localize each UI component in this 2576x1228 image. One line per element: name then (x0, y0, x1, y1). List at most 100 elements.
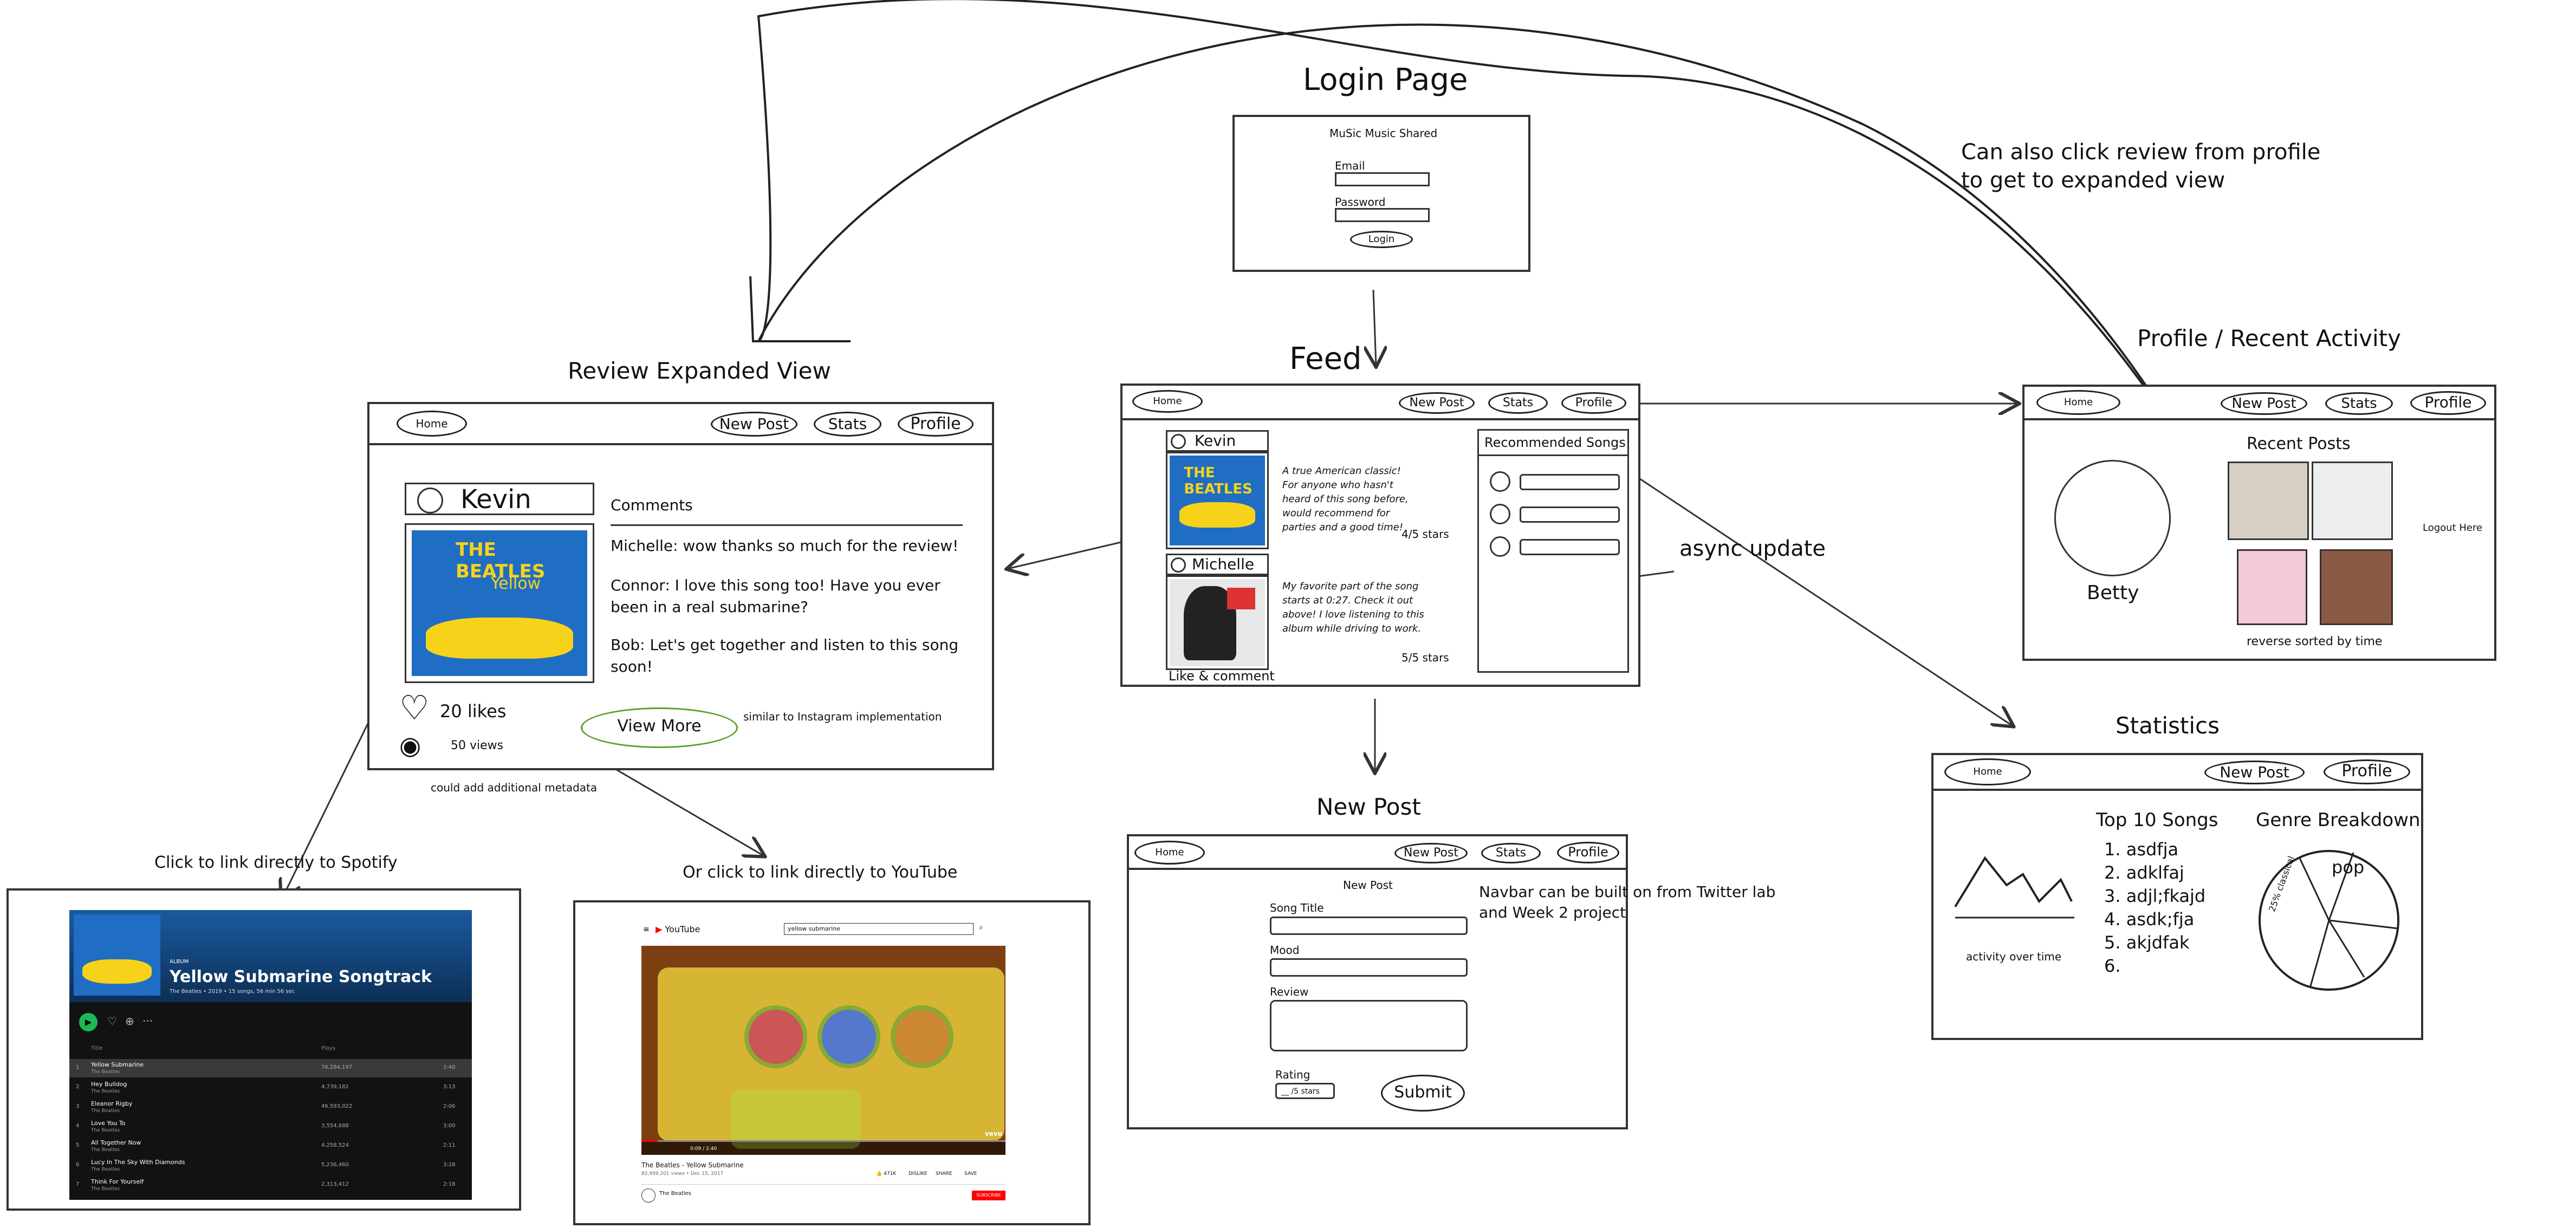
post2-user-box[interactable]: Michelle (1166, 554, 1269, 575)
mood-field[interactable] (1270, 958, 1468, 977)
recent-post-thumb[interactable] (2228, 462, 2309, 540)
track-plays: 5,236,460 (321, 1162, 349, 1168)
like-comment-link[interactable]: Like & comment (1169, 668, 1275, 684)
recommended-title: Recommended Songs (1484, 435, 1626, 450)
track-duration: 2:11 (443, 1142, 456, 1148)
like-button[interactable]: 👍 471K (876, 1171, 896, 1177)
nav-new-post-button[interactable]: New Post (2204, 761, 2305, 784)
review-user-box[interactable]: Kevin (405, 483, 594, 515)
rating-label: Rating (1275, 1068, 1310, 1081)
spotify-album-title: Yellow Submarine Songtrack (170, 967, 432, 986)
comment-item: Michelle: wow thanks so much for the rev… (611, 537, 959, 555)
rec-song-slot[interactable] (1520, 474, 1620, 490)
review-textarea[interactable] (1270, 1000, 1468, 1051)
search-icon[interactable]: ⌕ (979, 923, 983, 932)
spotify-play-button[interactable]: ▶ (79, 1013, 98, 1031)
profile-to-review-arc (757, 0, 2184, 445)
track-duration: 2:06 (443, 1103, 456, 1109)
track-duration: 3:28 (443, 1162, 456, 1168)
password-field[interactable] (1335, 208, 1430, 222)
download-icon[interactable]: ⊕ (125, 1015, 134, 1028)
rec-song-slot[interactable] (1520, 506, 1620, 523)
nav-home-button[interactable]: Home (397, 411, 467, 437)
review-username: Kevin (460, 484, 531, 515)
track-number: 4 (76, 1123, 80, 1129)
rec-song-radio[interactable] (1490, 504, 1510, 524)
nav-home-button[interactable]: Home (2036, 390, 2120, 415)
form-title: New Post (1343, 879, 1393, 892)
spotify-screenshot: ALBUM Yellow Submarine Songtrack The Bea… (69, 910, 472, 1200)
track-title: Eleanor Rigby (91, 1100, 133, 1107)
post1-user-box[interactable]: Kevin (1166, 430, 1269, 452)
track-number: 6 (76, 1162, 80, 1168)
rec-song-radio[interactable] (1490, 471, 1510, 492)
pie-label-pop: pop (2332, 857, 2365, 878)
rating-field[interactable]: __ /5 stars (1275, 1083, 1335, 1099)
logout-link[interactable]: Logout Here (2423, 522, 2483, 534)
yellow-submarine-album-icon (74, 914, 160, 996)
post2-album-art[interactable] (1166, 575, 1269, 670)
subscribe-button[interactable]: SUBSCRIBE (972, 1191, 1005, 1200)
statistics-heading: Statistics (2116, 712, 2220, 739)
nav-stats-button[interactable]: Stats (1488, 392, 1548, 414)
nav-profile-button[interactable]: Profile (1561, 392, 1626, 414)
youtube-video-player[interactable]: 0:09 / 2:40 vevo (641, 946, 1005, 1155)
nav-new-post-button[interactable]: New Post (711, 412, 797, 437)
more-icon[interactable]: ··· (142, 1015, 153, 1028)
nav-new-post-button[interactable]: New Post (1394, 843, 1468, 863)
nav-stats-button[interactable]: Stats (2325, 392, 2393, 415)
track-title: All Together Now (91, 1139, 141, 1146)
spotify-frame: ALBUM Yellow Submarine Songtrack The Bea… (7, 888, 521, 1211)
youtube-search-input[interactable]: yellow submarine (784, 923, 974, 935)
nav-stats-button[interactable]: Stats (1481, 843, 1541, 863)
recent-post-thumb[interactable] (2237, 549, 2307, 625)
share-button[interactable]: SHARE (936, 1171, 952, 1177)
top-song-item: 5. akjdfak (2104, 932, 2190, 953)
genre-title: Genre Breakdown (2256, 809, 2421, 831)
nav-home-button[interactable]: Home (1134, 841, 1205, 865)
email-field[interactable] (1335, 172, 1430, 186)
submit-button[interactable]: Submit (1381, 1075, 1465, 1112)
comment-item: Bob: Let's get together and listen to th… (611, 636, 959, 675)
nav-new-post-button[interactable]: New Post (1399, 392, 1475, 414)
feed-frame: Home New Post Stats Profile Kevin THE BE… (1120, 384, 1640, 687)
nav-profile-button[interactable]: Profile (1557, 842, 1619, 863)
song-title-label: Song Title (1270, 901, 1324, 914)
recent-post-thumb[interactable] (2320, 549, 2393, 625)
nav-profile-button[interactable]: Profile (2324, 759, 2410, 784)
view-more-note: similar to Instagram implementation (743, 710, 942, 723)
track-plays: 3,554,688 (321, 1123, 349, 1129)
nav-home-button[interactable]: Home (1132, 390, 1203, 413)
channel-name[interactable]: The Beatles (659, 1191, 691, 1197)
rec-song-slot[interactable] (1520, 539, 1620, 555)
view-more-button[interactable]: View More (581, 707, 738, 748)
channel-avatar[interactable] (641, 1188, 656, 1203)
save-button[interactable]: SAVE (964, 1171, 977, 1177)
heart-icon[interactable]: ♡ (107, 1015, 117, 1028)
menu-icon[interactable]: ≡ (643, 925, 650, 934)
rec-song-radio[interactable] (1490, 536, 1510, 557)
thumb-up-icon: 👍 (876, 1171, 883, 1177)
heart-icon[interactable]: ♡ (399, 688, 430, 727)
dislike-button[interactable]: DISLIKE (909, 1171, 927, 1177)
nav-stats-button[interactable]: Stats (814, 412, 881, 437)
song-title-field[interactable] (1270, 917, 1468, 935)
nav-profile-button[interactable]: Profile (2410, 391, 2486, 415)
recent-post-thumb[interactable] (2312, 462, 2393, 540)
review-album-art[interactable]: THE BEATLES Yellow (405, 523, 594, 683)
track-artist: The Beatles (91, 1069, 120, 1075)
nav-new-post-button[interactable]: New Post (2221, 392, 2307, 415)
login-button[interactable]: Login (1350, 231, 1413, 248)
nav-profile-button[interactable]: Profile (898, 412, 974, 437)
views-count: 50 views (451, 739, 504, 752)
track-title: Lucy In The Sky With Diamonds (91, 1159, 185, 1166)
nav-home-button[interactable]: Home (1944, 758, 2031, 785)
post1-album-art[interactable]: THE BEATLES (1166, 452, 1269, 549)
